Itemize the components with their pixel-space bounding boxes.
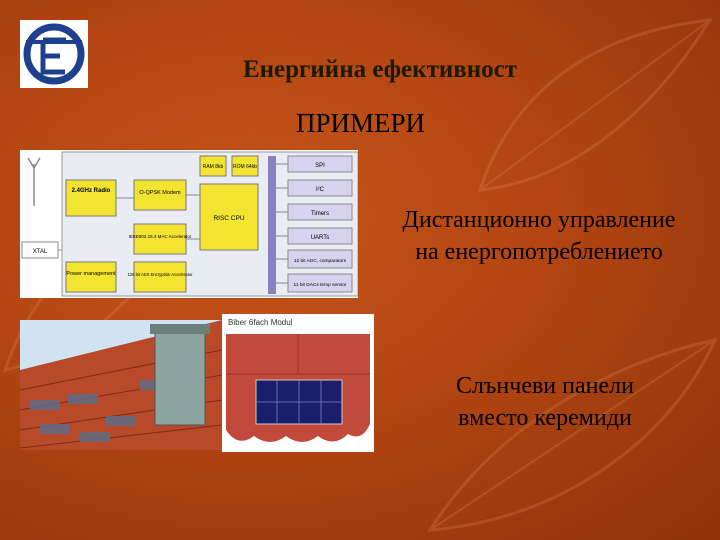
modem-label: O-QPSK Modem [139,190,181,196]
aes-label: 128 bit AES Encryption Accelerator [128,272,194,277]
logo [20,20,88,88]
ram-block [199,155,227,177]
radio-label: 2.4GHz Radio [72,188,111,194]
solar-panels-text: Слънчеви панели вместо керемиди [420,370,670,434]
rom-block [231,155,259,177]
cpu-block [199,183,259,251]
tile-photo-caption: Biber 6fach Modul [228,318,293,327]
cpu-label: RISC CPU [213,215,244,222]
radio-block [65,179,117,217]
aes-block [133,261,187,293]
i2c-label: I²C [316,187,325,193]
ram-label: RAM 8kb [203,164,224,170]
adc-label: 12 bit ADC, comparators [294,258,347,264]
logo-emblem-icon [23,23,85,85]
spi-label: SPI [315,163,325,169]
remote-control-text: Дистанционно управление на енергопотребл… [366,204,712,268]
chip-block-diagram: XTAL 2.4GHz Radio Power management O-QPS… [20,150,359,298]
slide-title: Енергийна ефективност [242,56,518,83]
remote-line-1: Дистанционно управление [402,207,676,233]
rom-label: ROM 64kb [233,164,257,170]
uarts-label: UARTs [311,235,330,241]
solar-line-2: вместо керемиди [458,405,632,431]
solar-roof-photo [20,320,222,450]
system-bus [268,156,276,294]
timers-label: Timers [311,211,329,217]
remote-line-2: на енергопотреблението [415,239,663,265]
mac-block [133,223,187,255]
xtal-label: XTAL [33,249,48,255]
antenna-icon [27,157,41,206]
solar-tile-photo: Biber 6fach Modul [222,314,374,452]
dac-label: 11 bit DACs temp sensor [294,282,347,288]
mac-label: IEEE802.15.4 MAC Accelerator [129,234,192,239]
leaf-decoration [477,18,713,192]
solar-line-1: Слънчеви панели [456,373,634,399]
power-label: Power management [66,271,116,277]
power-block [65,261,117,293]
slide-subtitle: ПРИМЕРИ [296,108,426,138]
leaf-decoration [427,337,718,532]
